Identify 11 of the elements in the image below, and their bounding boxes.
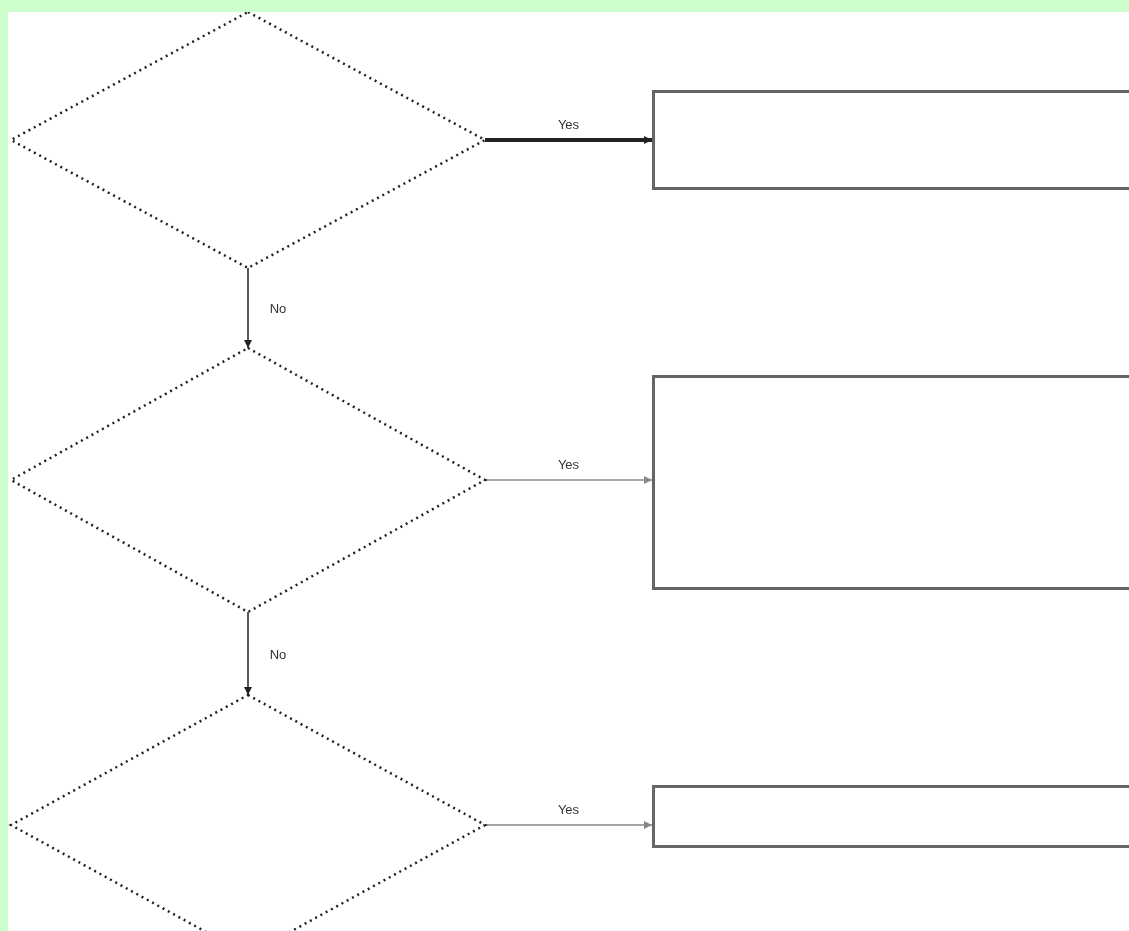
arrow [484,821,653,829]
arrow [485,136,652,144]
arrow [484,476,653,484]
decision-diamond [11,695,485,931]
arrow [244,267,252,349]
decision-diamond [11,12,485,268]
arrow [244,611,252,696]
process-box [652,90,1129,190]
process-box [652,785,1129,848]
process-box [652,375,1129,590]
decision-diamond [11,348,485,612]
